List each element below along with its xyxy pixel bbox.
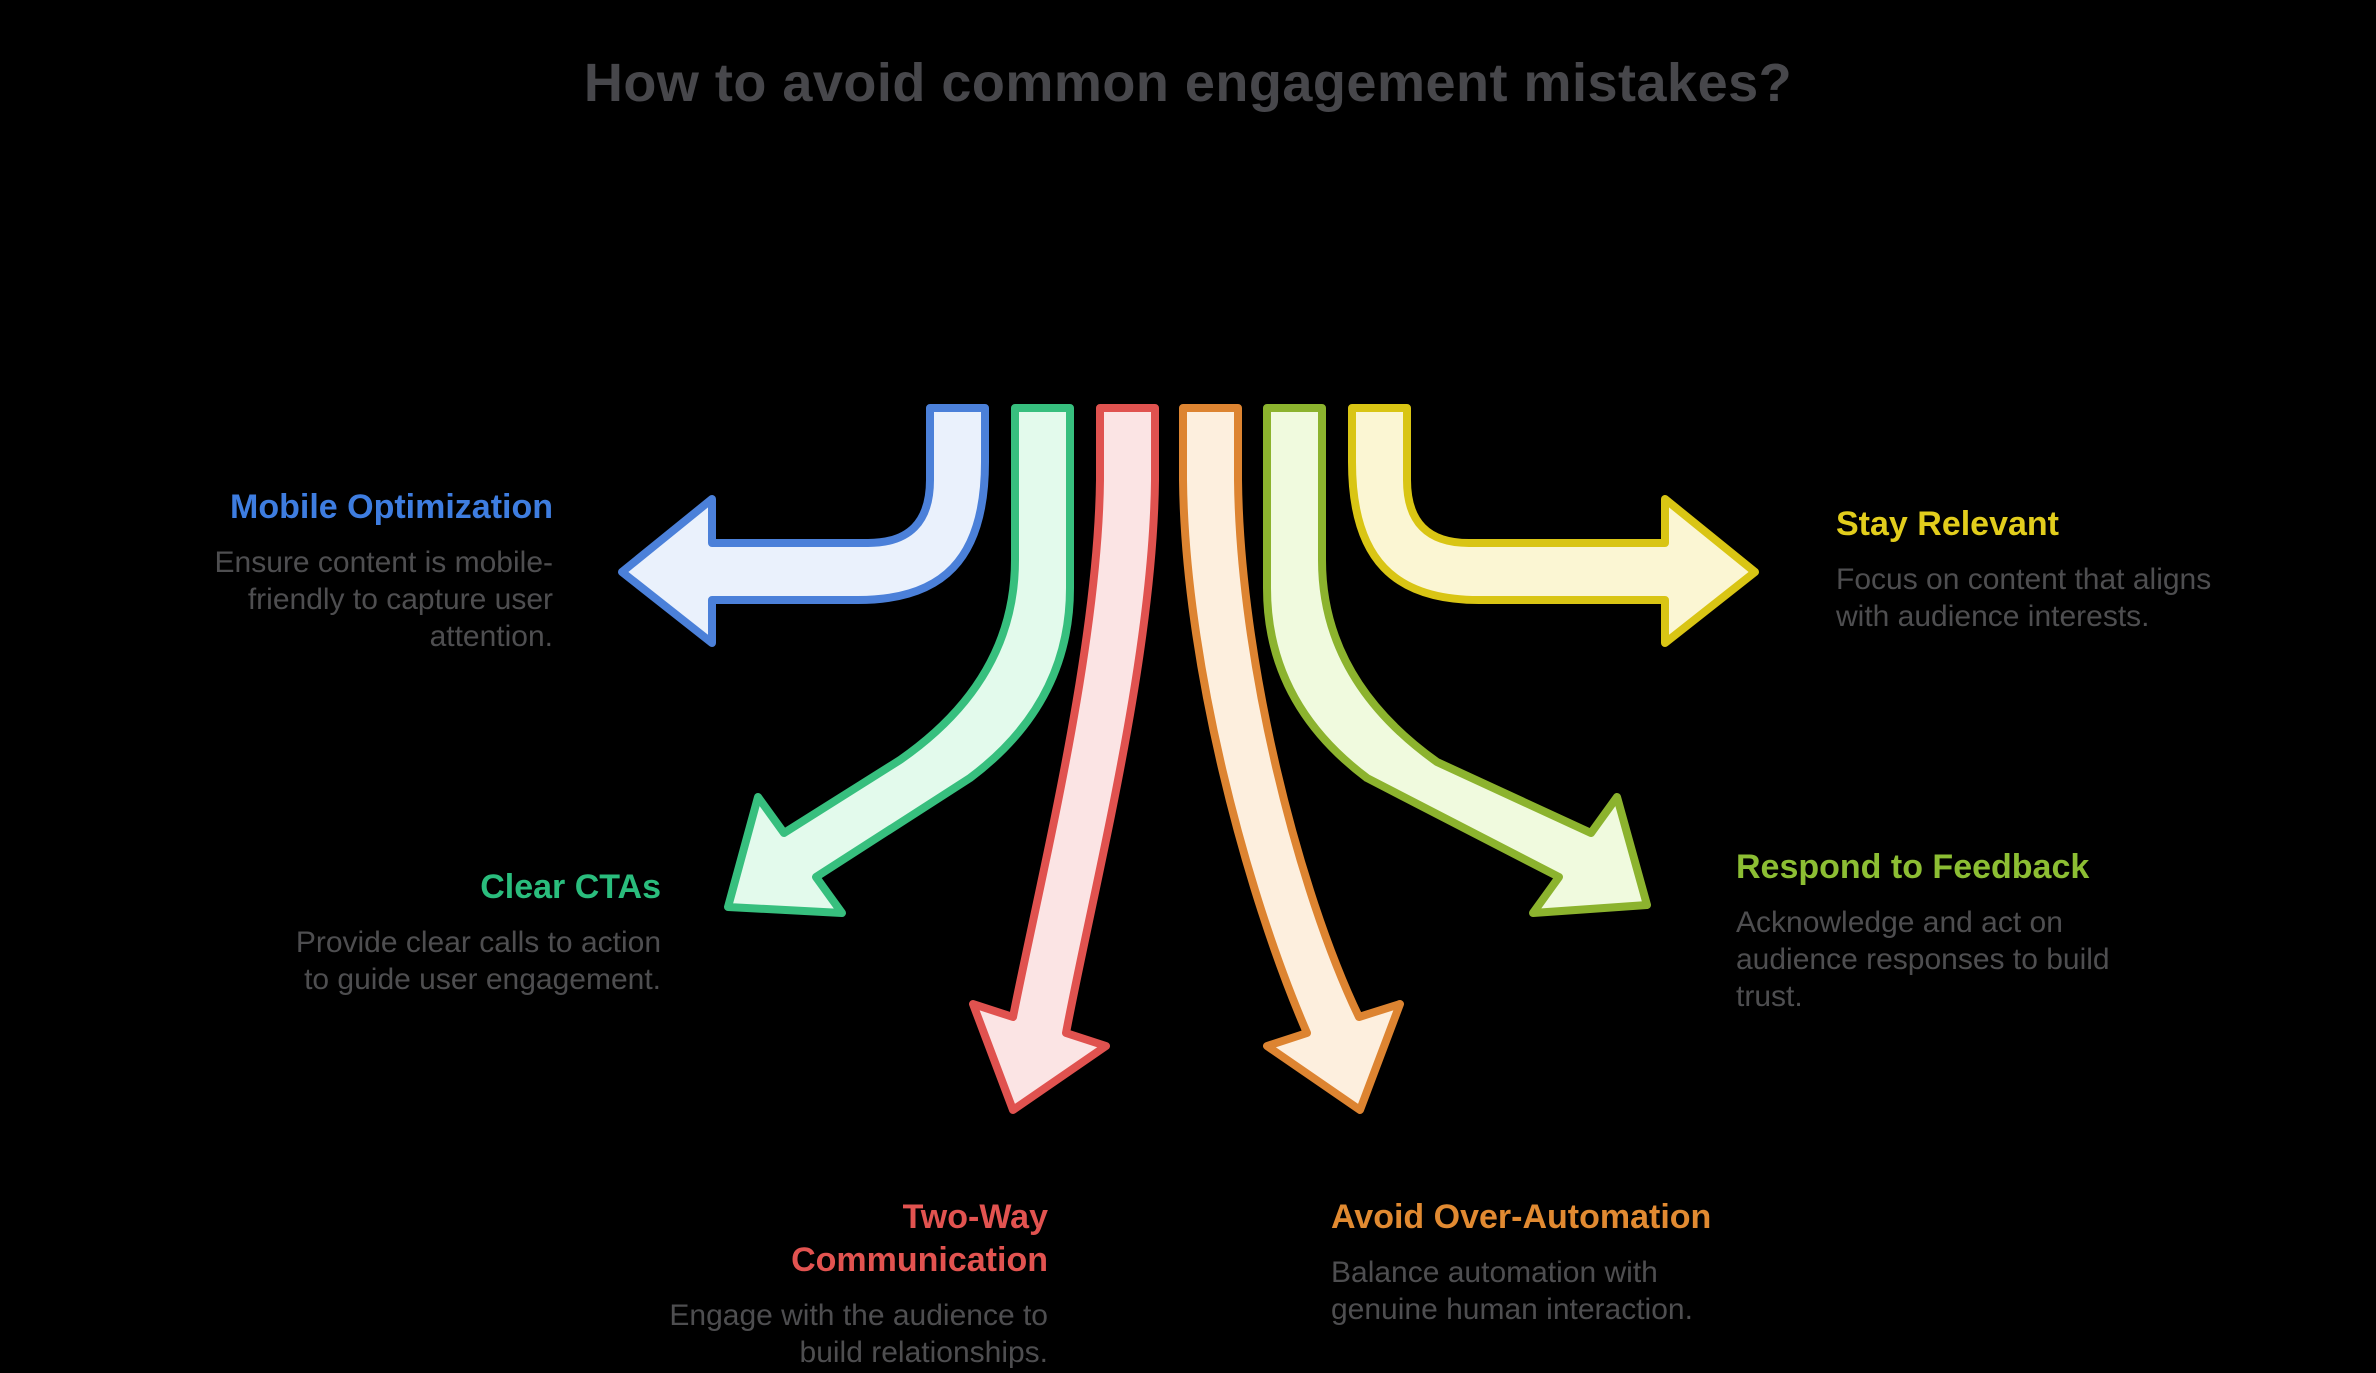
item-stay-relevant: Stay Relevant Focus on content that alig… [1836, 503, 2316, 636]
item-heading-stay-relevant: Stay Relevant [1836, 505, 2059, 543]
item-respond-to-feedback: Respond to Feedback Acknowledge and act … [1736, 846, 2216, 1016]
item-two-way-communication: Two-Way Communication Engage with the au… [608, 1196, 1048, 1371]
item-heading-respond-to-feedback: Respond to Feedback [1736, 848, 2090, 886]
item-heading-mobile-optimization: Mobile Optimization [230, 488, 553, 526]
mobile-optimization-arrow [618, 404, 989, 647]
item-heading-two-way-communication: Two-Way Communication [791, 1198, 1048, 1279]
item-description-two-way-communication: Engage with the audience to build relati… [669, 1298, 1048, 1369]
item-avoid-over-automation: Avoid Over-Automation Balance automation… [1331, 1196, 1811, 1329]
avoid-over-automation-arrow [1179, 404, 1404, 1114]
item-description-clear-ctas: Provide clear calls to action to guide u… [295, 925, 661, 996]
clear-ctas-arrow [724, 404, 1074, 917]
item-heading-clear-ctas: Clear CTAs [480, 868, 661, 906]
item-clear-ctas: Clear CTAs Provide clear calls to action… [231, 866, 661, 999]
item-description-avoid-over-automation: Balance automation with genuine human in… [1331, 1255, 1693, 1326]
item-description-respond-to-feedback: Acknowledge and act on audience response… [1736, 905, 2110, 1013]
stay-relevant-arrow [1348, 404, 1759, 647]
item-description-mobile-optimization: Ensure content is mobile- friendly to ca… [214, 545, 554, 653]
item-description-stay-relevant: Focus on content that aligns with audien… [1836, 562, 2212, 633]
item-mobile-optimization: Mobile Optimization Ensure content is mo… [113, 486, 554, 656]
page-title: How to avoid common engagement mistakes? [583, 53, 1793, 113]
respond-to-feedback-arrow [1263, 404, 1651, 917]
two-way-communication-arrow [969, 404, 1159, 1114]
item-heading-avoid-over-automation: Avoid Over-Automation [1331, 1198, 1712, 1236]
